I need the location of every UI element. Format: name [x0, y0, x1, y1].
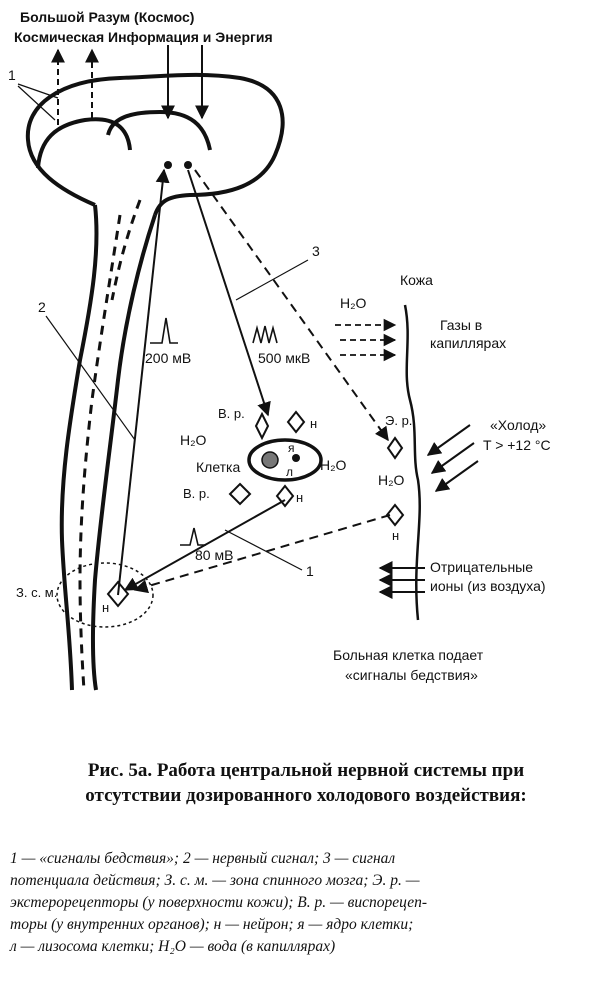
sick-cell-1: Больная клетка подает [333, 647, 484, 663]
leader-1b [17, 85, 56, 121]
nerve-signal-line [117, 168, 170, 596]
zsm-label: З. с. м. [16, 585, 57, 600]
leader-1-bottom [224, 529, 303, 571]
h2o-right: H₂O [320, 457, 347, 473]
spinal-dashes [78, 214, 122, 691]
spinal-zone-ellipse [56, 562, 154, 628]
cosmos-subtitle: Космическая Информация и Энергия [14, 29, 273, 45]
signal-500: 500 мкВ [258, 350, 310, 366]
vr-lower-label: В. р. [183, 486, 210, 501]
legend-line-4: торы (у внутренних органов); н — нейрон;… [10, 916, 414, 933]
skin-neuron-label: н [392, 528, 399, 543]
brain-gyrus-right [106, 109, 212, 151]
vr-receptor-lower-icon [228, 482, 252, 506]
signal-200: 200 мВ [145, 350, 191, 366]
er-label: Э. р. [385, 413, 412, 428]
brain-neuron-2 [184, 161, 192, 169]
spinal-neuron-icon [106, 580, 130, 608]
signal-80: 80 мВ [195, 547, 233, 563]
nucleus-label: я [288, 441, 295, 455]
nucleus-icon [292, 454, 300, 462]
vr-receptor-upper-icon [254, 411, 270, 441]
er-receptor-icon [386, 436, 404, 460]
cell-body [247, 438, 323, 482]
brain-gyrus-left [36, 117, 132, 169]
h2o-skin-lower: H₂O [378, 472, 405, 488]
leader-1a [17, 83, 59, 99]
cold-temp: T > +12 °C [483, 437, 551, 453]
caption-line-1: Рис. 5а. Работа центральной нервной сист… [87, 760, 525, 781]
leader-2 [45, 315, 136, 441]
spike-80-icon [180, 527, 206, 546]
spinal-dashes-2 [110, 199, 142, 301]
label-2: 2 [38, 299, 46, 315]
sick-cell-2: «сигналы бедствия» [345, 667, 478, 683]
spinal-cord-right [90, 214, 157, 691]
neg-ions-2: ионы (из воздуха) [430, 578, 546, 594]
gases-label-1: Газы в [440, 317, 482, 333]
neuron-upper-icon [286, 410, 306, 434]
vr-upper-label: В. р. [218, 406, 245, 421]
leader-3 [235, 259, 309, 301]
nervous-system-diagram: Большой Разум (Космос) Космическая Инфор… [8, 9, 551, 691]
figure-legend: 1 — «сигналы бедствия»; 2 — нервный сигн… [10, 848, 592, 958]
label-1-bottom: 1 [306, 563, 314, 579]
h2o-left: H₂O [180, 432, 207, 448]
caption-line-2: отсутствии дозированного холодового возд… [85, 785, 527, 806]
spike-500-icon [252, 324, 278, 344]
cosmos-title: Большой Разум (Космос) [20, 9, 194, 25]
neuron-lower-label: н [296, 490, 303, 505]
legend-line-2: потенциала действия; З. с. м. — зона спи… [10, 872, 420, 889]
skin-neuron-icon [385, 503, 405, 527]
distress-dashed [133, 514, 391, 594]
lysosome-icon [261, 451, 279, 469]
skin-boundary [403, 304, 421, 621]
cold-label: «Холод» [490, 417, 546, 433]
cold-arrow-3 [434, 460, 479, 492]
label-1-top: 1 [8, 67, 16, 83]
cell-label: Клетка [196, 459, 240, 475]
spinal-cord-left [59, 204, 99, 691]
legend-line-5: л — лизосома клетки; H₂O — вода (в капил… [10, 938, 336, 955]
spinal-neuron-label: н [102, 600, 109, 615]
neuron-upper-label: н [310, 416, 317, 431]
neuron-lower-icon [275, 484, 295, 508]
skin-label: Кожа [400, 272, 433, 288]
legend-line-3: экстерорецепторы (у поверхности кожи); В… [10, 894, 428, 911]
dashed-brain-to-er [194, 169, 389, 442]
legend-line-1: 1 — «сигналы бедствия»; 2 — нервный сигн… [10, 850, 396, 867]
cold-arrow-2 [430, 442, 475, 474]
neg-ions-1: Отрицательные [430, 559, 533, 575]
spike-200-icon [150, 317, 178, 344]
label-3: 3 [312, 243, 320, 259]
h2o-skin: H₂O [340, 295, 367, 311]
gases-label-2: капиллярах [430, 335, 506, 351]
brain-neuron-1 [164, 161, 172, 169]
lysosome-label: л [286, 465, 293, 479]
action-potential-line [187, 169, 271, 417]
figure-caption: Рис. 5а. Работа центральной нервной сист… [36, 758, 576, 808]
brain-outline [25, 72, 285, 216]
cold-arrow-1 [426, 424, 471, 456]
